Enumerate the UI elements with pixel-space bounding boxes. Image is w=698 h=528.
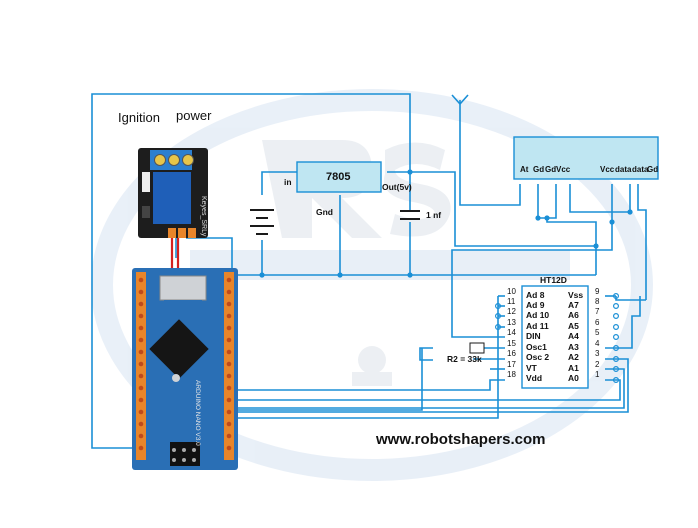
power-label: power	[176, 108, 212, 123]
ht12d-left-num: 17	[507, 360, 516, 369]
ht12d-title: HT12D	[540, 275, 567, 285]
ht12d-right-num: 1	[595, 370, 600, 379]
capacitor-symbol	[400, 210, 420, 220]
arduino-nano-board: ARDUINO NANO V3.0	[132, 268, 238, 470]
ht12d-left-num: 15	[507, 339, 516, 348]
regulator-7805: 7805	[296, 161, 382, 193]
capacitor-label: 1 nf	[426, 210, 441, 220]
battery-symbol	[250, 209, 274, 235]
ht12d-right-num: 6	[595, 318, 600, 327]
receiver-pin-gd-1: Gd	[533, 165, 544, 174]
ht12d-pin-name: A0	[568, 373, 579, 383]
relay-module-label: Keyes_SRLy	[200, 196, 207, 237]
ht12d-left-num: 10	[507, 287, 516, 296]
website-url: www.robotshapers.com	[375, 431, 545, 448]
ht12d-pin-name: A1	[568, 363, 579, 373]
ht12d-right-num: 3	[595, 349, 600, 358]
receiver-pin-vcc-1: Vcc	[556, 165, 571, 174]
junction-dots	[259, 169, 633, 278]
ht12d-pin-name: A4	[568, 331, 579, 341]
ht12d-right-num: 5	[595, 328, 600, 337]
resistor-label: R2 = 33k	[447, 354, 482, 364]
ht12d-left-names: Ad 8 Ad 9 Ad 10 Ad 11 DIN Osc1 Osc 2 VT …	[526, 290, 549, 383]
ht12d-left-num: 14	[507, 328, 516, 337]
ht12d-right-pins: 9 8 7 6 5 4 3 2 1	[595, 287, 600, 379]
receiver-pin-data-1: data	[615, 165, 632, 174]
ht12d-left-pins: 10 11 12 13 14 15 16 17 18	[507, 287, 516, 379]
relay-module: Keyes_SRLy	[138, 148, 208, 238]
nano-board-label: ARDUINO NANO V3.0	[194, 380, 201, 446]
ht12d-pin-name: Ad 9	[526, 300, 545, 310]
receiver-pin-at: At	[520, 165, 529, 174]
ht12d-left-num: 11	[507, 297, 516, 306]
ht12d-decoder: HT12D 10 11 12 13 14 15 16 17 18 Ad 8 Ad…	[495, 275, 619, 389]
ht12d-right-num: 9	[595, 287, 600, 296]
ht12d-pin-name: VT	[526, 363, 538, 373]
regulator-out-label: Out(5v)	[382, 182, 412, 192]
receiver-pin-vcc-2: Vcc	[600, 165, 615, 174]
ht12d-pin-name: Osc1	[526, 342, 547, 352]
ht12d-right-num: 2	[595, 360, 600, 369]
ht12d-pin-name: A2	[568, 352, 579, 362]
ht12d-pin-name: DIN	[526, 331, 541, 341]
ht12d-right-num: 4	[595, 339, 600, 348]
regulator-part-label: 7805	[326, 171, 350, 183]
regulator-in-label: in	[284, 177, 292, 187]
ht12d-left-num: 16	[507, 349, 516, 358]
ht12d-pin-name: A5	[568, 321, 579, 331]
ht12d-pin-name: Ad 11	[526, 321, 549, 331]
resistor-r2	[469, 342, 485, 354]
ht12d-pin-name: Vdd	[526, 373, 542, 383]
receiver-pin-gd-3: Gd	[647, 165, 658, 174]
ht12d-pin-name: A6	[568, 310, 579, 320]
regulator-gnd-label: Gnd	[316, 207, 333, 217]
receiver-pin-data-2: data	[632, 165, 649, 174]
ignition-label: Ignition	[118, 110, 160, 125]
ht12d-right-names: Vss A7 A6 A5 A4 A3 A2 A1 A0	[568, 290, 583, 383]
ht12d-pin-name: Osc 2	[526, 352, 549, 362]
ht12d-right-num: 7	[595, 307, 600, 316]
ht12d-pin-name: A3	[568, 342, 579, 352]
ht12d-left-num: 18	[507, 370, 516, 379]
ht12d-pin-name: Ad 8	[526, 290, 545, 300]
ht12d-left-num: 12	[507, 307, 516, 316]
wires	[91, 93, 647, 449]
ht12d-pin-name: A7	[568, 300, 579, 310]
ht12d-pin-name: Ad 10	[526, 310, 549, 320]
ht12d-pin-name: Vss	[568, 290, 583, 300]
ht12d-right-num: 8	[595, 297, 600, 306]
rf-receiver-module: At Gd Gd Vcc Vcc data data Gd	[513, 136, 659, 180]
ht12d-left-num: 13	[507, 318, 516, 327]
antenna-icon	[451, 94, 469, 105]
receiver-pin-gd-2: Gd	[545, 165, 556, 174]
